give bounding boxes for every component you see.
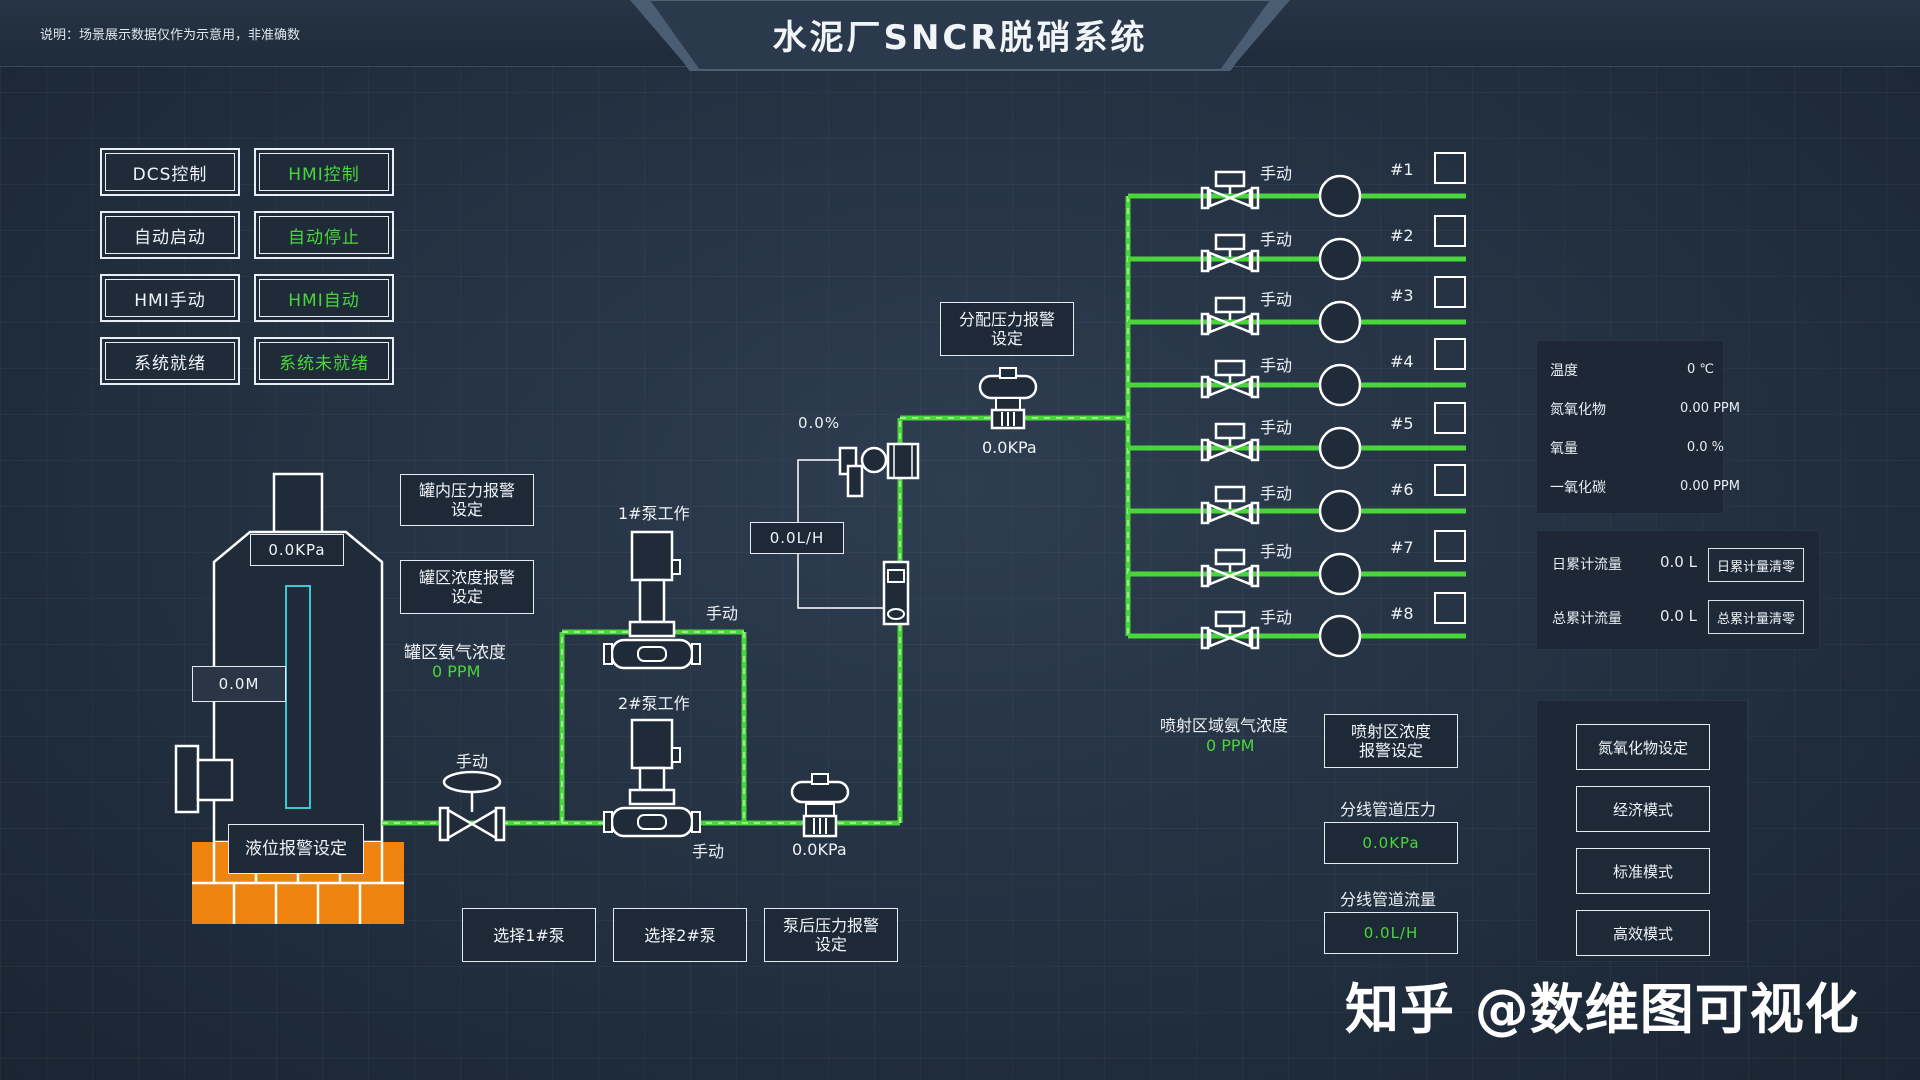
co-label: 一氧化碳 [1550,480,1606,496]
nozzle-1-mode[interactable]: 手动 [1260,164,1293,183]
flowrate-readout: 0.0L/H [750,522,844,554]
auto-start-button[interactable]: 自动启动 [100,211,240,259]
pump-1-status: 1#泵工作 [618,504,690,523]
nozzle-3-checkbox[interactable] [1434,276,1466,308]
spray-area-ammonia-value: 0 PPM [1206,736,1255,755]
readings-panel [1536,340,1724,514]
branch-flow-label: 分线管道流量 [1340,890,1437,909]
nozzle-4-mode[interactable]: 手动 [1260,356,1293,375]
hmi-manual-button[interactable]: HMI手动 [100,274,240,322]
pump-2 [603,718,701,838]
tank-pressure-readout: 0.0KPa [250,534,344,566]
inlet-valve [438,770,506,842]
pump-1 [603,530,701,670]
nozzle-6-checkbox[interactable] [1434,464,1466,496]
nozzle-valves [1200,170,1260,650]
tank-pressure-alarm-button[interactable]: 罐内压力报警 设定 [400,474,534,526]
nozzle-5-checkbox[interactable] [1434,402,1466,434]
hmi-control-button[interactable]: HMI控制 [254,148,394,196]
select-pump-1-button[interactable]: 选择1#泵 [462,908,596,962]
tank-area-ammonia-value: 0 PPM [432,662,481,681]
select-pump-2-button[interactable]: 选择2#泵 [613,908,747,962]
inlet-valve-mode[interactable]: 手动 [456,752,489,771]
oxygen-value: 0.0 % [1686,440,1724,455]
cumulative-total-label: 总累计流量 [1552,611,1622,627]
co-value: 0.00 PPM [1680,479,1740,494]
branch-flow-readout: 0.0L/H [1324,912,1458,954]
nozzle-7-checkbox[interactable] [1434,530,1466,562]
flowmeter [882,560,910,626]
nozzle-7-mode[interactable]: 手动 [1260,542,1293,561]
efficient-mode-button[interactable]: 高效模式 [1576,910,1710,956]
cumulative-reset-button[interactable]: 总累计量清零 [1708,600,1804,634]
nozzle-7-id: #7 [1390,538,1414,557]
distribution-pressure-alarm-button[interactable]: 分配压力报警 设定 [940,302,1074,356]
nozzle-branches [1128,193,1466,639]
nox-value: 0.00 PPM [1680,401,1740,416]
nozzle-3-mode[interactable]: 手动 [1260,290,1293,309]
system-not-ready-indicator[interactable]: 系统未就绪 [254,337,394,385]
branch-pressure-readout: 0.0KPa [1324,822,1458,864]
nozzle-2-checkbox[interactable] [1434,215,1466,247]
page-title: 水泥厂SNCR脱硝系统 [772,18,1148,58]
nozzle-6-id: #6 [1390,480,1414,499]
nozzle-5-mode[interactable]: 手动 [1260,418,1293,437]
nozzle-2-id: #2 [1390,226,1414,245]
pump-1-mode[interactable]: 手动 [706,604,739,623]
pump-outlet-pressure-alarm-button[interactable]: 泵后压力报警 设定 [764,908,898,962]
pump-2-status: 2#泵工作 [618,694,690,713]
nozzle-4-id: #4 [1390,352,1414,371]
nozzle-5-id: #5 [1390,414,1414,433]
tank-area-ammonia-label: 罐区氨气浓度 [404,643,506,663]
hmi-auto-button[interactable]: HMI自动 [254,274,394,322]
valve-opening-readout: 0.0% [798,414,841,432]
temperature-label: 温度 [1550,363,1578,379]
standard-mode-button[interactable]: 标准模式 [1576,848,1710,894]
level-alarm-setting-button[interactable]: 液位报警设定 [228,824,364,874]
economy-mode-button[interactable]: 经济模式 [1576,786,1710,832]
nozzle-heads [1318,174,1362,658]
nox-label: 氮氧化物 [1550,402,1606,418]
nozzle-3-id: #3 [1390,286,1414,305]
temperature-value: 0 ℃ [1686,362,1714,377]
branch-pressure-label: 分线管道压力 [1340,800,1437,819]
nozzle-4-checkbox[interactable] [1434,338,1466,370]
nozzle-6-mode[interactable]: 手动 [1260,484,1293,503]
pump-2-mode[interactable]: 手动 [692,842,725,861]
disclaimer-note: 说明：场景展示数据仅作为示意用，非准确数 [40,28,301,43]
tank-level-readout: 0.0M [192,666,286,702]
daily-total-label: 日累计流量 [1552,557,1622,573]
nozzle-8-id: #8 [1390,604,1414,623]
daily-total-value: 0.0 L [1660,553,1697,571]
daily-reset-button[interactable]: 日累计量清零 [1708,548,1804,582]
outlet-pressure-readout: 0.0KPa [792,840,847,859]
auto-stop-button[interactable]: 自动停止 [254,211,394,259]
tank-concentration-alarm-button[interactable]: 罐区浓度报警 设定 [400,560,534,614]
dcs-control-button[interactable]: DCS控制 [100,148,240,196]
spray-area-ammonia-label: 喷射区域氨气浓度 [1160,716,1289,735]
spray-concentration-alarm-button[interactable]: 喷射区浓度 报警设定 [1324,714,1458,768]
distribution-valve [978,367,1038,430]
oxygen-label: 氧量 [1550,441,1578,457]
outlet-pressure-valve [790,773,850,838]
nozzle-2-mode[interactable]: 手动 [1260,230,1293,249]
nox-setting-button[interactable]: 氮氧化物设定 [1576,724,1710,770]
ammonia-tank [174,472,404,924]
nozzle-1-checkbox[interactable] [1434,152,1466,184]
regulating-valve [838,442,920,498]
system-ready-indicator[interactable]: 系统就绪 [100,337,240,385]
nozzle-8-checkbox[interactable] [1434,592,1466,624]
nozzle-8-mode[interactable]: 手动 [1260,608,1293,627]
distribution-pressure-readout: 0.0KPa [982,438,1037,457]
cumulative-total-value: 0.0 L [1660,607,1697,625]
title-plate [630,0,1290,71]
watermark: 知乎 @数维图可视化 [1345,978,1860,1041]
nozzle-1-id: #1 [1390,160,1414,179]
